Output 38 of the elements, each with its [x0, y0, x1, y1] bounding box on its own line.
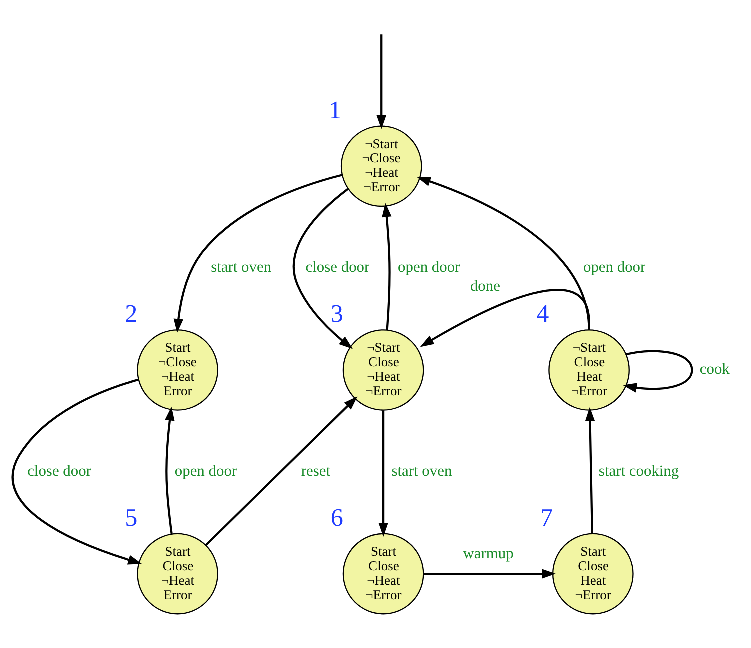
- edge-label: cook: [700, 360, 730, 378]
- edge-label: start oven: [392, 462, 452, 480]
- arrow: [424, 569, 556, 579]
- node-circle: ¬Start Close Heat ¬Error: [548, 330, 630, 411]
- node-circle: Start Close Heat ¬Error: [552, 533, 634, 615]
- arrow: [420, 289, 590, 348]
- edge-label: start oven: [211, 258, 272, 276]
- edge-label: warmup: [463, 545, 514, 562]
- arrow: [585, 407, 596, 534]
- arrow: [382, 203, 392, 330]
- arrow: [205, 396, 358, 546]
- edge-label: open door: [398, 258, 460, 276]
- node-label: 7: [540, 505, 554, 532]
- edge-label: reset: [301, 462, 331, 480]
- arrow: [378, 410, 388, 537]
- node-circle: ¬Start ¬Close ¬Heat ¬Error: [340, 126, 422, 208]
- edge-label: close door: [28, 462, 92, 480]
- arrow: [12, 378, 142, 565]
- arrow: [376, 34, 386, 130]
- arrow: [416, 176, 590, 330]
- edge-label: start cooking: [598, 462, 680, 480]
- edge-label: close door: [306, 258, 370, 276]
- node-label: 5: [125, 505, 138, 532]
- node-label: 4: [536, 301, 550, 328]
- arrow: [165, 406, 175, 534]
- edge-label: done: [470, 278, 500, 295]
- node-circle: Start ¬Close ¬Heat Error: [137, 330, 218, 411]
- arrow: [174, 174, 342, 334]
- arrow: [623, 350, 694, 393]
- edge-label: open door: [583, 258, 646, 276]
- arrow: [292, 188, 354, 350]
- edge-label: open door: [174, 462, 238, 480]
- node-label: 1: [328, 97, 342, 124]
- node-label: 2: [125, 301, 138, 328]
- node-label: 3: [330, 301, 344, 328]
- node-circle: Start Close ¬Heat Error: [137, 533, 218, 615]
- node-label: 6: [330, 505, 344, 532]
- node-circle: Start Close ¬Heat ¬Error: [342, 533, 424, 615]
